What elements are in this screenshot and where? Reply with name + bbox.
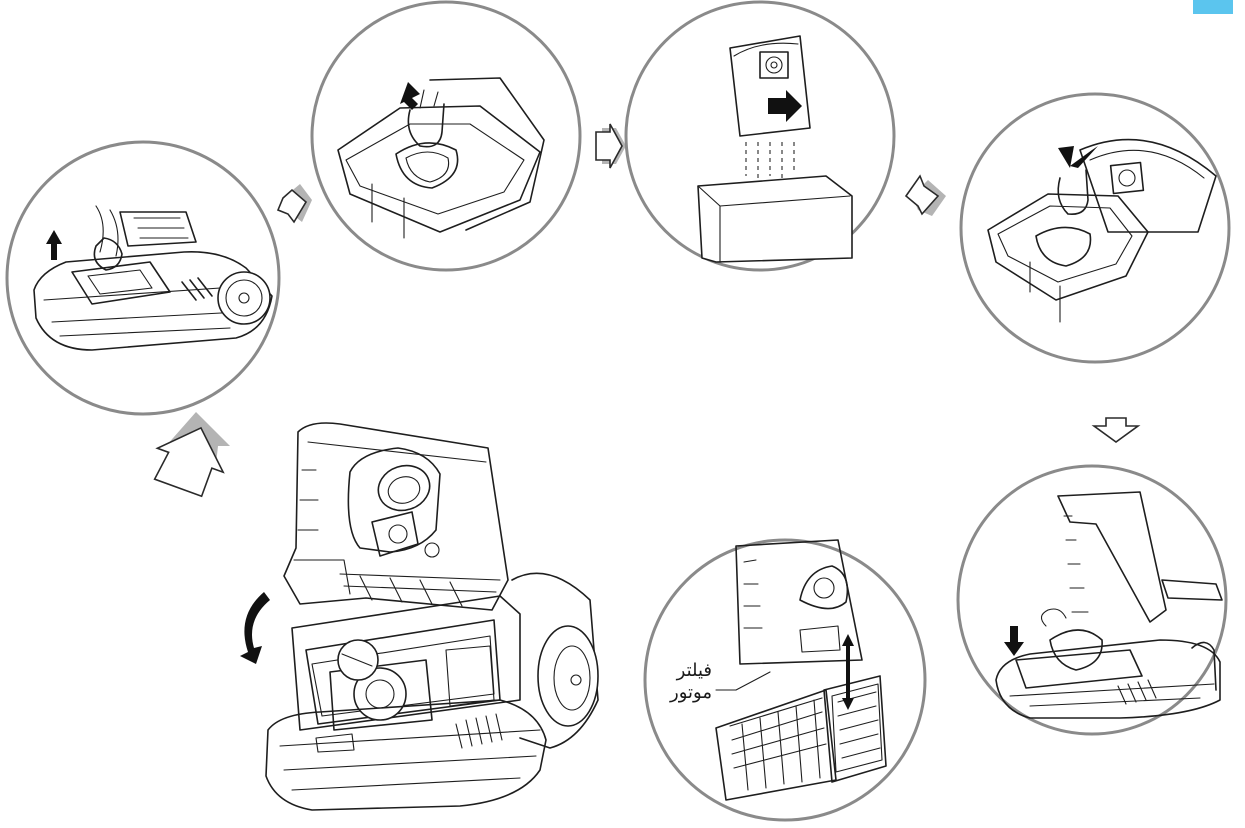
flow-arrow-step1-to-step2 [278, 184, 312, 222]
motor-filter-label-line1: فیلتر [600, 660, 712, 682]
flow-arrow-step4-to-step5 [1094, 418, 1138, 442]
motor-filter-label-line2: موتور [600, 682, 712, 704]
step-lift-lid-handle [7, 142, 279, 414]
flow-arrow-up-left [147, 412, 235, 500]
step-empty-dust-bag [626, 2, 894, 270]
flow-arrow-step2-to-step3 [596, 124, 626, 168]
rotate-arrow-icon [240, 592, 270, 664]
step-insert-new-bag [961, 94, 1229, 362]
flow-arrow-step3-to-step4 [906, 176, 946, 216]
step-close-holder [958, 466, 1226, 734]
step-lift-bag-holder [312, 2, 580, 270]
vacuum-open-lid-illustration [240, 423, 598, 810]
motor-filter-label: فیلتر موتور [600, 660, 712, 704]
